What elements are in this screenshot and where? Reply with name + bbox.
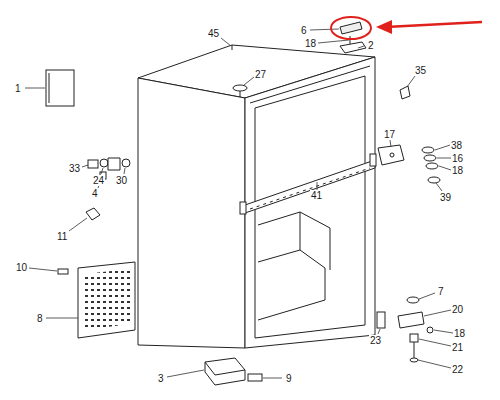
callout-number: 27 bbox=[254, 69, 267, 80]
callout-number: 3 bbox=[157, 373, 165, 384]
callout-number: 21 bbox=[451, 342, 464, 353]
callout-number: 35 bbox=[414, 65, 427, 76]
callout-number: 18 bbox=[453, 328, 466, 339]
callout-number: 39 bbox=[439, 192, 452, 203]
callout-number: 2 bbox=[367, 40, 375, 51]
callout-number: 6 bbox=[300, 25, 308, 36]
callout-number: 9 bbox=[285, 373, 293, 384]
callout-number: 38 bbox=[450, 140, 463, 151]
callout-number: 1 bbox=[14, 83, 22, 94]
callout-number: 33 bbox=[68, 163, 81, 174]
callout-number: 20 bbox=[451, 304, 464, 315]
callout-number: 41 bbox=[310, 190, 323, 201]
callout-number: 4 bbox=[91, 188, 99, 199]
callout-number: 16 bbox=[451, 153, 464, 164]
callout-number: 24 bbox=[92, 175, 105, 186]
callout-number: 18 bbox=[451, 165, 464, 176]
callout-number: 30 bbox=[115, 175, 128, 186]
callout-number: 22 bbox=[451, 364, 464, 375]
callout-number: 11 bbox=[56, 231, 68, 242]
callout-number: 23 bbox=[369, 335, 382, 346]
callout-number: 8 bbox=[36, 313, 44, 324]
callout-number: 7 bbox=[437, 286, 445, 297]
callout-number: 10 bbox=[15, 262, 28, 273]
callout-number: 17 bbox=[383, 129, 396, 140]
callout-number: 45 bbox=[207, 28, 220, 39]
callout-number: 18 bbox=[304, 38, 317, 49]
